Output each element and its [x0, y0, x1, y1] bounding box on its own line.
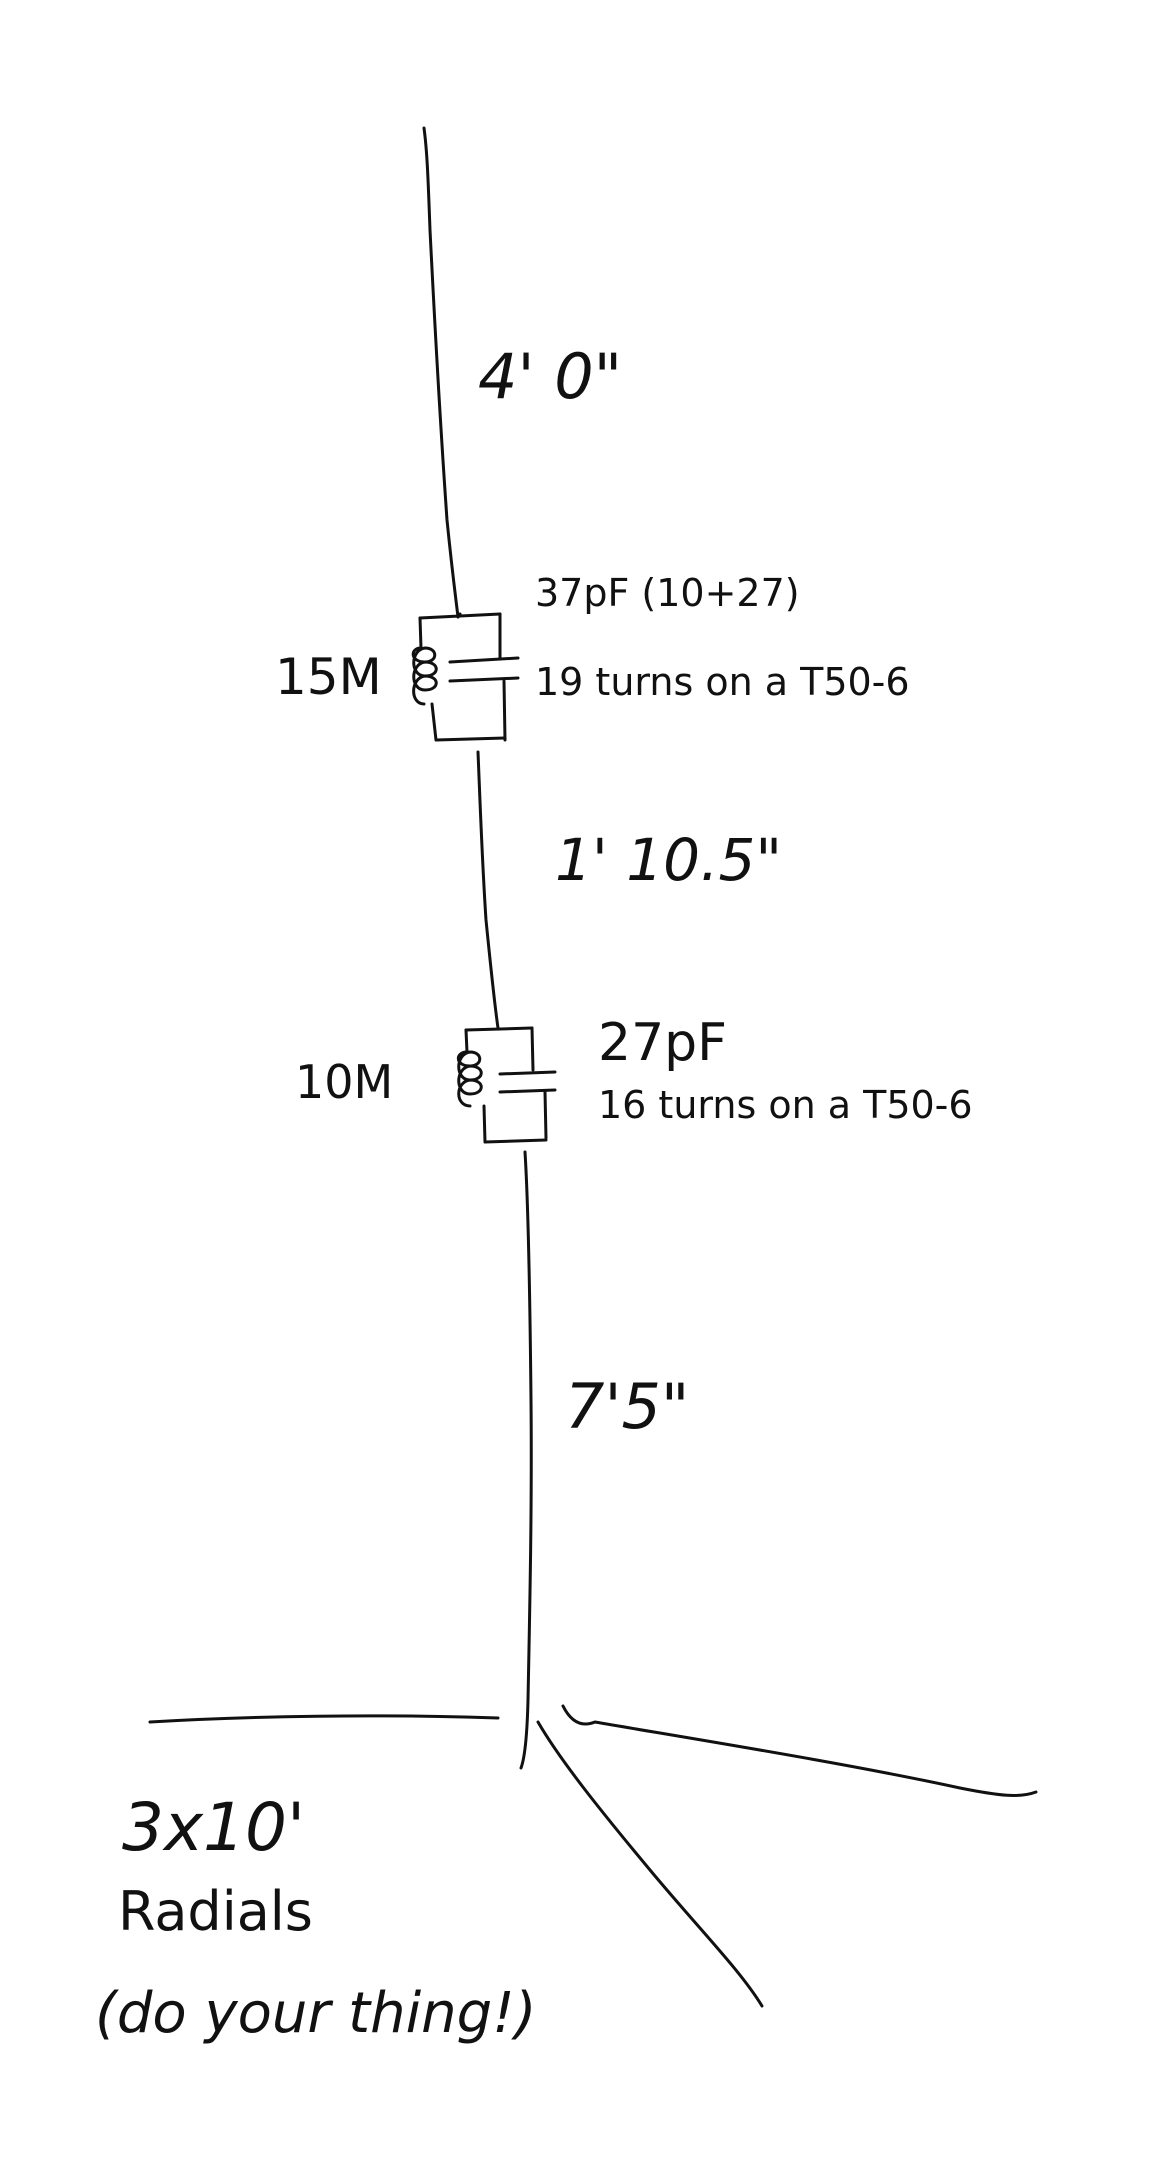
- radial-right: [561, 1704, 1038, 1797]
- trap-10m-cap-plate-1: [498, 1070, 557, 1076]
- radial-diagonal: [536, 1720, 764, 2008]
- trap-10m-right-leg-top: [530, 1026, 535, 1072]
- top-element-wire: [422, 126, 460, 619]
- trap-10m-left-leg-lower: [482, 1104, 487, 1144]
- trap-15m: [411, 612, 520, 742]
- trap-15m-capacitance: 37pF (10+27): [535, 571, 800, 615]
- trap-10m-left-leg: [464, 1028, 469, 1054]
- trap-10m-band-label: 10M: [295, 1055, 393, 1109]
- trap-10m-coil-spec: 16 turns on a T50-6: [598, 1083, 973, 1127]
- trap-15m-coil-spec: 19 turns on a T50-6: [535, 660, 910, 704]
- middle-element-length: 1' 10.5": [555, 826, 782, 894]
- trap-10m: [456, 1026, 557, 1144]
- middle-element-wire: [476, 750, 500, 1030]
- trap-15m-cap-plate-2: [448, 676, 520, 683]
- trap-15m-left-leg: [418, 616, 423, 650]
- trap-10m-cap-plate-2: [498, 1088, 557, 1094]
- trap-10m-top-rail: [464, 1026, 534, 1032]
- radials-label: Radials: [118, 1880, 313, 1943]
- trap-15m-cap-plate-1: [448, 656, 520, 664]
- trap-10m-bottom-rail: [483, 1138, 548, 1144]
- trap-10m-capacitance: 27pF: [598, 1013, 727, 1073]
- trap-10m-right-leg-bottom: [543, 1090, 548, 1140]
- radials-count: 3x10': [122, 1789, 305, 1866]
- top-element-length: 4' 0": [478, 340, 622, 413]
- radials-note: (do your thing!): [95, 1981, 537, 2046]
- bottom-element-length: 7'5": [565, 1370, 689, 1443]
- trap-15m-right-leg-bottom: [502, 679, 507, 742]
- radial-left: [148, 1714, 500, 1724]
- bottom-element-wire: [519, 1150, 533, 1770]
- trap-15m-left-leg-lower: [430, 702, 438, 742]
- trap-15m-coil: [411, 646, 438, 706]
- trap-15m-bottom-rail: [434, 736, 507, 742]
- trap-15m-band-label: 15M: [275, 648, 382, 706]
- trap-15m-top-rail: [418, 612, 502, 620]
- trap-10m-coil: [456, 1050, 483, 1108]
